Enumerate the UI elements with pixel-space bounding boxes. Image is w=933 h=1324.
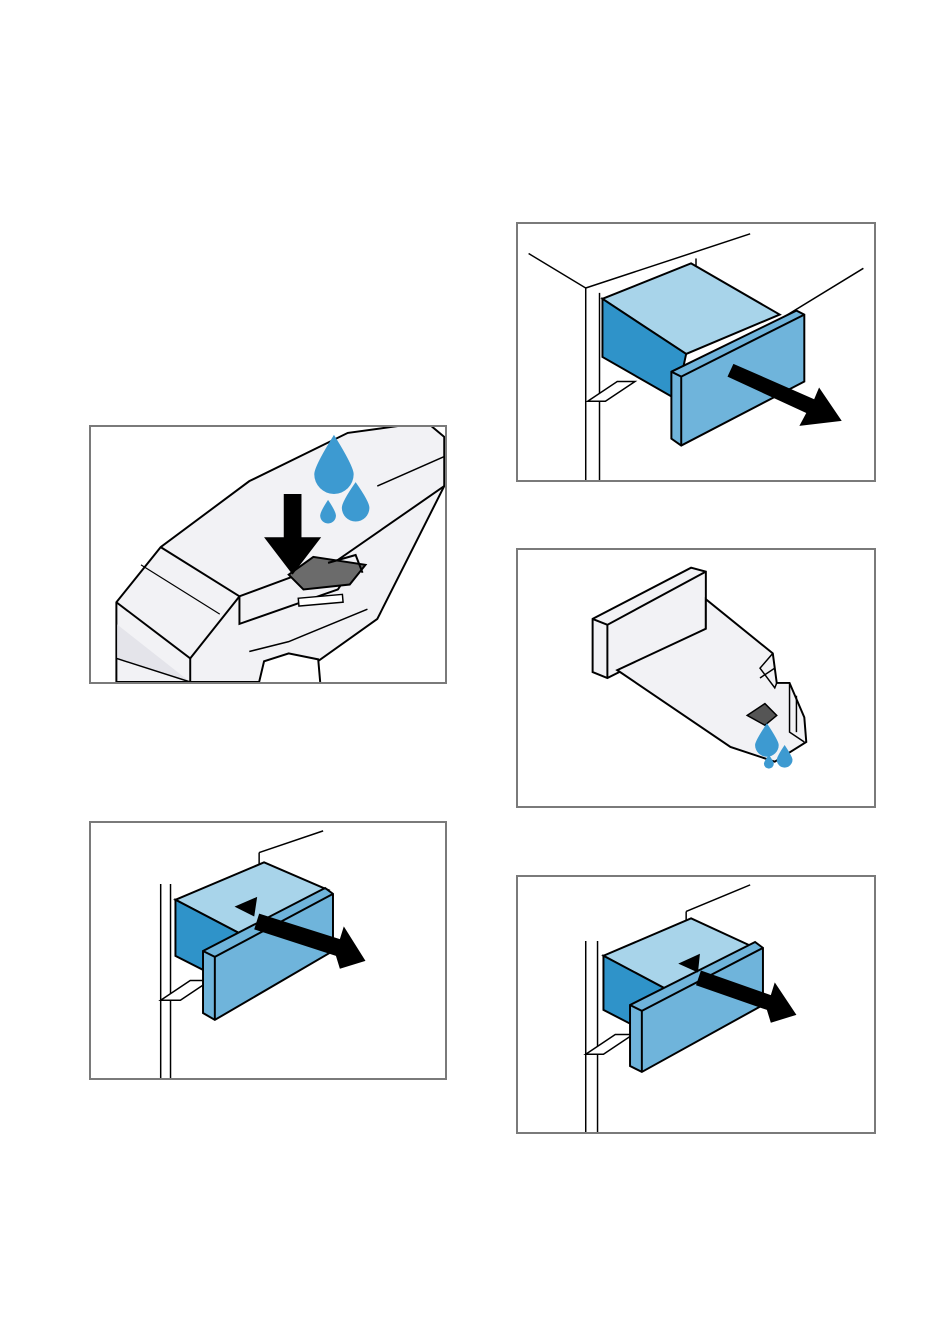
fill-detergent-drawing xyxy=(91,427,445,682)
illustration-push-drawer-in-again xyxy=(516,875,876,1134)
push-drawer-in-drawing xyxy=(91,823,445,1078)
pull-drawer-out-drawing xyxy=(518,224,874,480)
illustration-drain-insert xyxy=(516,548,876,808)
push-drawer-in-again-drawing xyxy=(518,877,874,1132)
drain-insert-drawing xyxy=(518,550,874,806)
illustration-pull-drawer-out xyxy=(516,222,876,482)
illustration-push-drawer-in xyxy=(89,821,447,1080)
illustration-fill-detergent xyxy=(89,425,447,684)
